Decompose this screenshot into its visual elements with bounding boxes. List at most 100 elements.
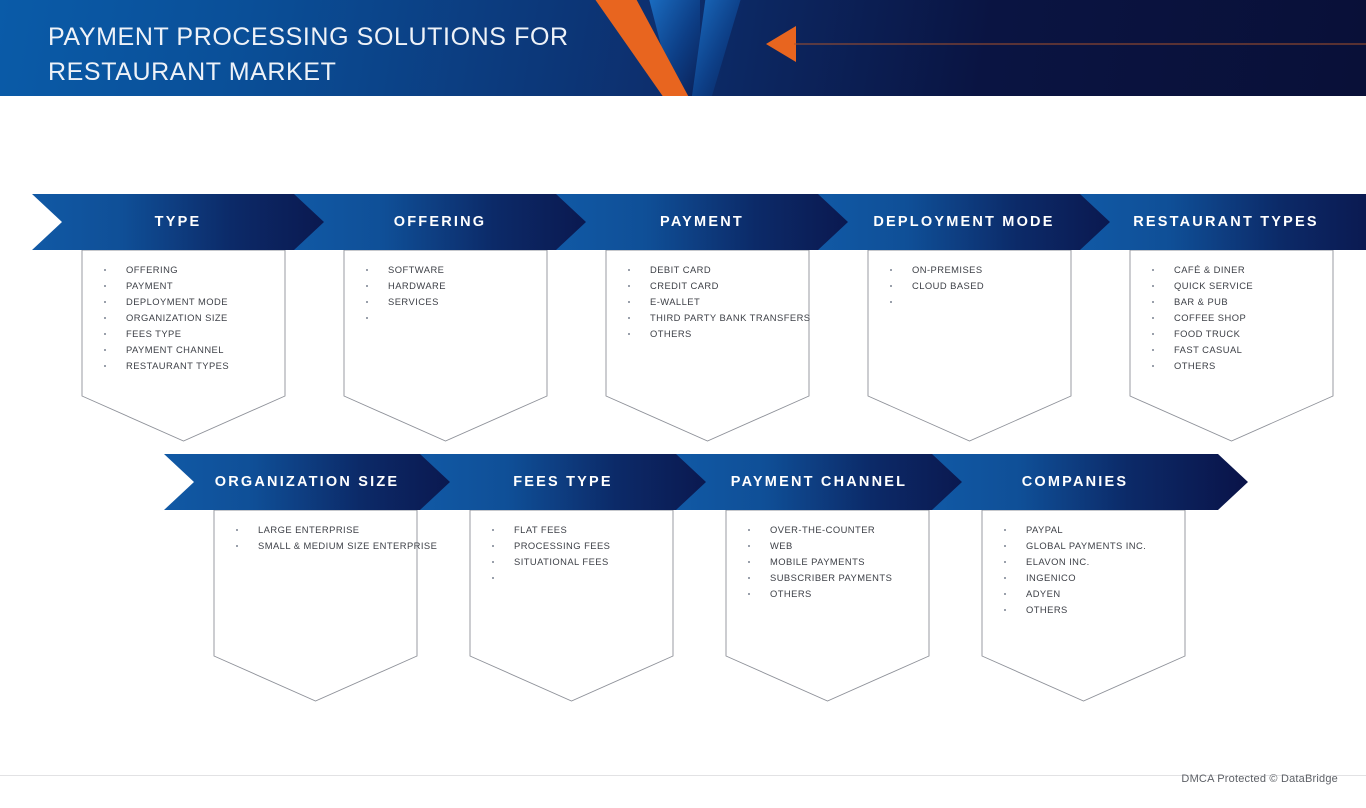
stage-title: COMPANIES <box>1021 474 1129 490</box>
list-item[interactable]: ELAVON INC. <box>1004 554 1146 570</box>
list-item-label: INGENICO <box>1026 572 1076 583</box>
list-item[interactable]: DEPLOYMENT MODE <box>104 294 229 310</box>
stage-shapes <box>818 194 1140 442</box>
stage-chevron-band[interactable]: COMPANIES <box>932 454 1218 510</box>
list-item[interactable]: OTHERS <box>748 586 892 602</box>
list-item-label: OFFERING <box>126 264 179 275</box>
list-item[interactable]: OTHERS <box>628 326 811 342</box>
stage-companies[interactable]: COMPANIES PAYPAL GLOBAL PAYMENTS INC. ELAVO… <box>932 454 1248 711</box>
list-item[interactable]: HARDWARE <box>366 278 446 294</box>
stage-chevron <box>556 194 878 250</box>
list-item[interactable]: DEBIT CARD <box>628 262 811 278</box>
list-item[interactable]: FOOD TRUCK <box>1152 326 1253 342</box>
list-item[interactable]: E-WALLET <box>628 294 811 310</box>
list-item[interactable]: PAYMENT CHANNEL <box>104 342 229 358</box>
stage-chevron-band[interactable]: TYPE <box>32 194 324 250</box>
list-item[interactable]: OFFERING <box>104 262 229 278</box>
list-item[interactable]: OTHERS <box>1152 358 1253 374</box>
list-item[interactable]: PAYPAL <box>1004 522 1146 538</box>
list-item[interactable]: SOFTWARE <box>366 262 446 278</box>
list-item-label: DEPLOYMENT MODE <box>126 296 228 307</box>
list-item[interactable]: CREDIT CARD <box>628 278 811 294</box>
bullet-icon <box>104 301 106 303</box>
bullet-icon <box>628 317 630 319</box>
list-item-label: MOBILE PAYMENTS <box>770 556 865 567</box>
bullet-icon <box>366 269 368 271</box>
list-item[interactable]: THIRD PARTY BANK TRANSFERS <box>628 310 811 326</box>
stage-payment-channel[interactable]: PAYMENT CHANNEL OVER-THE-COUNTER WEB MOBILE… <box>676 454 992 711</box>
bullet-icon <box>492 561 494 563</box>
list-item[interactable]: LARGE ENTERPRISE <box>236 522 437 538</box>
list-item[interactable]: OVER-THE-COUNTER <box>748 522 892 538</box>
list-item-label: OTHERS <box>770 588 812 599</box>
bullet-icon <box>1152 349 1154 351</box>
stage-chevron-band[interactable]: PAYMENT CHANNEL <box>676 454 962 510</box>
list-item[interactable]: OTHERS <box>1004 602 1146 618</box>
bullet-icon <box>366 301 368 303</box>
list-item[interactable]: QUICK SERVICE <box>1152 278 1253 294</box>
list-item[interactable]: COFFEE SHOP <box>1152 310 1253 326</box>
bullet-icon <box>628 269 630 271</box>
stage-chevron-band[interactable]: FEES TYPE <box>420 454 706 510</box>
list-item[interactable]: SERVICES <box>366 294 446 310</box>
list-item-label: FEES TYPE <box>126 328 182 339</box>
page-header: PAYMENT PROCESSING SOLUTIONS FOR RESTAUR… <box>0 0 1366 96</box>
list-item[interactable]: SMALL & MEDIUM SIZE ENTERPRISE <box>236 538 437 554</box>
list-item-label: SUBSCRIBER PAYMENTS <box>770 572 893 583</box>
stage-title: ORGANIZATION SIZE <box>214 474 400 490</box>
stage-item-list: OFFERING PAYMENT DEPLOYMENT MODE ORGANIZATI… <box>104 262 229 374</box>
list-item[interactable]: CAFÉ & DINER <box>1152 262 1253 278</box>
list-item[interactable]: PROCESSING FEES <box>492 538 610 554</box>
list-item[interactable]: RESTAURANT TYPES <box>104 358 229 374</box>
list-item[interactable]: MOBILE PAYMENTS <box>748 554 892 570</box>
stage-chevron-band[interactable]: ORGANIZATION SIZE <box>164 454 450 510</box>
stage-chevron <box>676 454 992 510</box>
bullet-icon <box>1004 545 1006 547</box>
footer-divider <box>0 775 1366 776</box>
list-item[interactable]: WEB <box>748 538 892 554</box>
stage-chevron-band[interactable]: OFFERING <box>294 194 586 250</box>
list-item[interactable]: ORGANIZATION SIZE <box>104 310 229 326</box>
stage-chevron <box>164 454 480 510</box>
list-item[interactable]: CLOUD BASED <box>890 278 984 294</box>
list-item[interactable]: GLOBAL PAYMENTS INC. <box>1004 538 1146 554</box>
list-item-label: CREDIT CARD <box>650 280 719 291</box>
list-item[interactable]: FLAT FEES <box>492 522 610 538</box>
stage-chevron-band[interactable]: DEPLOYMENT MODE <box>818 194 1110 250</box>
stage-shapes <box>32 194 354 442</box>
stage-shapes <box>420 454 736 702</box>
list-item[interactable]: PAYMENT <box>104 278 229 294</box>
list-item[interactable]: FEES TYPE <box>104 326 229 342</box>
bullet-icon <box>1152 269 1154 271</box>
stage-shapes <box>164 454 480 702</box>
stage-title: PAYMENT CHANNEL <box>730 474 908 490</box>
list-item[interactable]: ADYEN <box>1004 586 1146 602</box>
stage-chevron <box>32 194 354 250</box>
list-item-label: SITUATIONAL FEES <box>514 556 609 567</box>
list-item-label: WEB <box>770 540 793 551</box>
list-item-label: ELAVON INC. <box>1026 556 1090 567</box>
stage-shapes <box>556 194 878 442</box>
bullet-icon <box>104 269 106 271</box>
list-item-label: HARDWARE <box>388 280 446 291</box>
stage-restaurant-types[interactable]: RESTAURANT TYPES CAFÉ & DINER QUICK SERVIC… <box>1080 194 1366 451</box>
stage-shapes <box>932 454 1248 702</box>
stage-chevron-band[interactable]: PAYMENT <box>556 194 848 250</box>
bullet-icon <box>748 545 750 547</box>
list-item[interactable]: SUBSCRIBER PAYMENTS <box>748 570 892 586</box>
list-item[interactable]: FAST CASUAL <box>1152 342 1253 358</box>
bullet-icon <box>492 529 494 531</box>
stage-chevron-band[interactable]: RESTAURANT TYPES <box>1080 194 1366 250</box>
list-item[interactable]: BAR & PUB <box>1152 294 1253 310</box>
bullet-icon <box>748 529 750 531</box>
list-item-label: BAR & PUB <box>1174 296 1229 307</box>
list-item-label: PAYPAL <box>1026 524 1064 535</box>
list-item[interactable]: ON-PREMISES <box>890 262 984 278</box>
stage-item-list: SOFTWARE HARDWARE SERVICES <box>366 262 446 326</box>
list-item[interactable]: INGENICO <box>1004 570 1146 586</box>
list-item-label: CAFÉ & DINER <box>1174 264 1246 275</box>
list-item[interactable]: SITUATIONAL FEES <box>492 554 610 570</box>
